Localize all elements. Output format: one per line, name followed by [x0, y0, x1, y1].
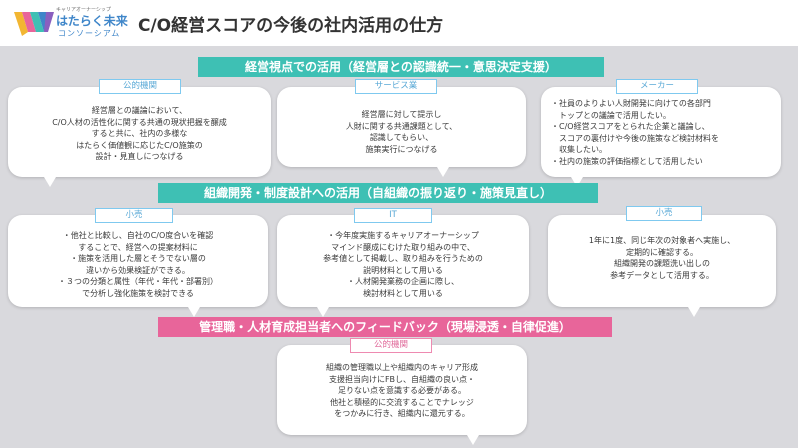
comment-text: 1年に1度、同じ年次の対象者へ実施し、 定期的に確認する。 組織開発の課題洗い出… — [588, 236, 736, 280]
section-banner-management: 経営視点での活用（経営層との認識統一・意思決定支援） — [198, 57, 604, 77]
industry-tag: メーカー — [616, 79, 698, 94]
comment-bubble: 1年に1度、同じ年次の対象者へ実施し、 定期的に確認する。 組織開発の課題洗い出… — [548, 215, 776, 317]
logo-caption: キャリアオーナーシップ — [56, 7, 111, 13]
comment-bubble: ・社員のよりよい人財開発に向けての各部門 トップとの議論で活用したい。 ・C/O… — [541, 87, 781, 187]
industry-tag: 公的機関 — [350, 338, 432, 353]
header: キャリアオーナーシップ はたらく未来 コンソーシアム C/O経営スコアの今後の社… — [0, 0, 798, 46]
comment-text: ・他社と比較し、自社のC/O度合いを確認 することで、経営への提案材料に ・施策… — [58, 231, 218, 298]
section-banner-feedback: 管理職・人材育成担当者へのフィードバック（現場浸透・自律促進） — [158, 317, 612, 337]
section-banner-org-development: 組織開発・制度設計への活用（自組織の振り返り・施策見直し） — [158, 183, 598, 203]
comment-bubble: 経営層との議論において、 C/O人材の活性化に関する共通の現状把握を醸成 すると… — [8, 87, 271, 187]
comment-text: ・今年度実施するキャリアオーナーシップ マインド醸成にむけた取り組みの中で、 参… — [323, 231, 483, 298]
comment-bubble: ・今年度実施するキャリアオーナーシップ マインド醸成にむけた取り組みの中で、 参… — [277, 215, 529, 317]
comment-text: 経営層との議論において、 C/O人材の活性化に関する共通の現状把握を醸成 すると… — [52, 106, 227, 161]
industry-tag: 小売 — [95, 208, 173, 223]
comment-bubble: ・他社と比較し、自社のC/O度合いを確認 することで、経営への提案材料に ・施策… — [8, 215, 268, 317]
comment-text: 組織の管理職以上や組織内のキャリア形成 支援担当向けにFBし、自組織の良い点・ … — [326, 363, 478, 418]
logo-name: はたらく未来 — [56, 14, 128, 28]
industry-tag: 小売 — [626, 206, 702, 221]
comment-bubble: 組織の管理職以上や組織内のキャリア形成 支援担当向けにFBし、自組織の良い点・ … — [277, 345, 527, 445]
industry-tag: 公的機関 — [99, 79, 181, 94]
logo-sub: コンソーシアム — [58, 29, 121, 38]
comment-bubble: 経営層に対して提示し 人財に関する共通課題として、 認識してもらい、 施策実行に… — [277, 87, 526, 177]
logo-icon — [14, 12, 54, 36]
industry-tag: サービス業 — [355, 79, 437, 94]
comment-text: ・社員のよりよい人財開発に向けての各部門 トップとの議論で活用したい。 ・C/O… — [551, 99, 719, 166]
comment-text: 経営層に対して提示し 人財に関する共通課題として、 認識してもらい、 施策実行に… — [345, 110, 458, 154]
page-title: C/O経営スコアの今後の社内活用の仕方 — [138, 16, 444, 36]
industry-tag: IT — [354, 208, 432, 223]
